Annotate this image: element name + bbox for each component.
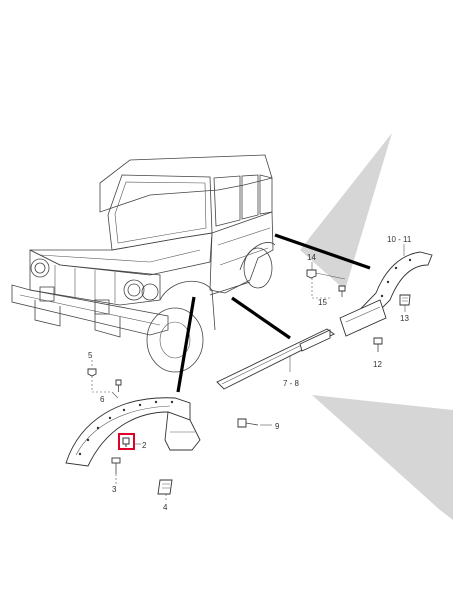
watermark-shape-upper [300, 133, 392, 290]
fasteners-5-6 [87, 360, 122, 399]
watermark-shape-lower [312, 395, 453, 520]
leader-arrows [176, 233, 371, 393]
highlight-box-part-1 [118, 433, 135, 450]
vehicle-drawing [11, 154, 276, 373]
callout-13: 13 [400, 314, 409, 323]
clip-part-13 [399, 294, 411, 312]
screw-part-12 [373, 337, 383, 352]
callout-9: 9 [275, 422, 280, 431]
callout-14: 14 [307, 253, 316, 262]
callout-3: 3 [112, 485, 117, 494]
callout-10-11: 10 - 11 [387, 235, 412, 244]
callout-7-8: 7 - 8 [283, 379, 300, 388]
screw-part-3 [111, 457, 121, 484]
fender-flare-front [65, 397, 201, 467]
callout-12: 12 [373, 360, 382, 369]
fender-flare-rear [339, 244, 433, 337]
callout-15: 15 [318, 298, 327, 307]
callout-6: 6 [100, 395, 105, 404]
callout-4: 4 [163, 503, 168, 512]
callout-2: 2 [142, 441, 147, 450]
callout-5: 5 [88, 351, 93, 360]
screw-part-9 [237, 418, 272, 428]
fasteners-14-15 [306, 262, 346, 299]
callout-labels: 2 3 4 5 6 7 - 8 9 10 - 11 12 13 14 15 [88, 235, 412, 512]
clip-part-4 [157, 479, 173, 500]
sill-trim-7-8 [216, 328, 335, 390]
